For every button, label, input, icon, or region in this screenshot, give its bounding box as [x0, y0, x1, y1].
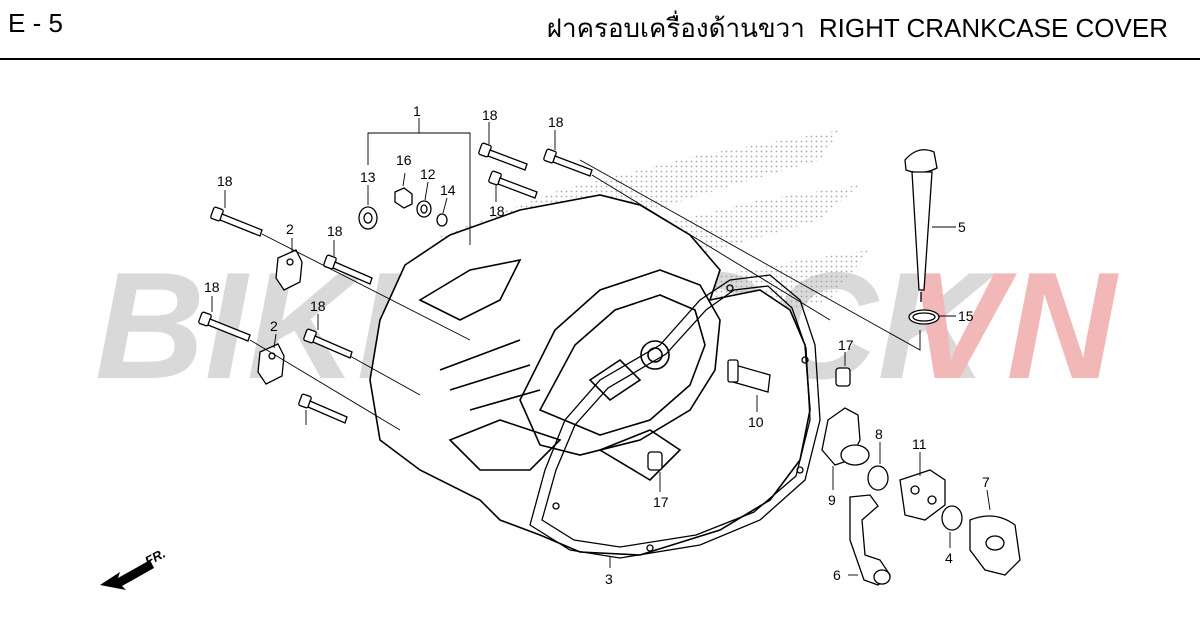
callout-10: 10	[748, 414, 764, 430]
callout-16: 16	[396, 152, 412, 168]
callout-9: 9	[828, 492, 836, 508]
clutch-lifter-parts	[821, 407, 1021, 586]
callout-13: 13	[360, 169, 376, 185]
front-direction-arrow: FR.	[100, 546, 168, 590]
callout-15: 15	[958, 308, 974, 324]
title-english: RIGHT CRANKCASE COVER	[818, 13, 1168, 43]
seal-kit	[358, 187, 448, 230]
callout-11: 11	[912, 436, 927, 452]
callout-labels: 1 2 2 3 4 5 6 7 8 9 10 11 12 13 14 15 16…	[204, 103, 990, 587]
oil-dipstick	[904, 149, 940, 325]
dowel-pins	[647, 367, 851, 471]
callout-18: 18	[327, 223, 343, 239]
callout-6: 6	[833, 567, 841, 583]
bolt	[303, 328, 353, 359]
callout-7: 7	[982, 474, 990, 490]
clamps	[257, 249, 303, 385]
callout-14: 14	[440, 182, 456, 198]
page-header: E - 5 ฝาครอบเครื่องด้านขวา RIGHT CRANKCAS…	[0, 0, 1200, 60]
bolt	[298, 393, 348, 424]
callout-4: 4	[945, 550, 953, 566]
page-title: ฝาครอบเครื่องด้านขวา RIGHT CRANKCASE COVE…	[547, 8, 1168, 49]
callout-1: 1	[413, 103, 421, 119]
section-code: E - 5	[8, 8, 63, 38]
stud-bolt	[727, 359, 771, 393]
callout-18: 18	[310, 298, 326, 314]
callout-3: 3	[605, 571, 613, 587]
callout-2: 2	[270, 318, 278, 334]
callout-18: 18	[548, 114, 564, 130]
callout-5: 5	[958, 219, 966, 235]
bolt	[210, 206, 263, 237]
callout-18: 18	[482, 107, 498, 123]
bolt	[198, 311, 251, 342]
crankcase-cover	[369, 194, 811, 556]
gasket	[529, 274, 821, 559]
bolt	[323, 254, 373, 285]
bolt	[543, 148, 593, 177]
bolt	[488, 170, 538, 199]
callout-18: 18	[217, 173, 233, 189]
bolts	[198, 142, 593, 424]
callout-18: 18	[204, 279, 220, 295]
header-divider	[0, 58, 1200, 60]
callout-18: 18	[489, 203, 505, 219]
bolt	[478, 142, 528, 171]
watermark-text-accent: VN	[905, 241, 1119, 411]
callout-17: 17	[838, 337, 854, 353]
callout-12: 12	[420, 166, 436, 182]
title-thai: ฝาครอบเครื่องด้านขวา	[546, 13, 805, 43]
callout-17: 17	[653, 494, 669, 510]
exploded-parts-diagram: BIKESTOCK VN	[95, 103, 1119, 590]
leader-lines	[211, 118, 991, 576]
callout-8: 8	[875, 426, 883, 442]
callout-2: 2	[286, 221, 294, 237]
